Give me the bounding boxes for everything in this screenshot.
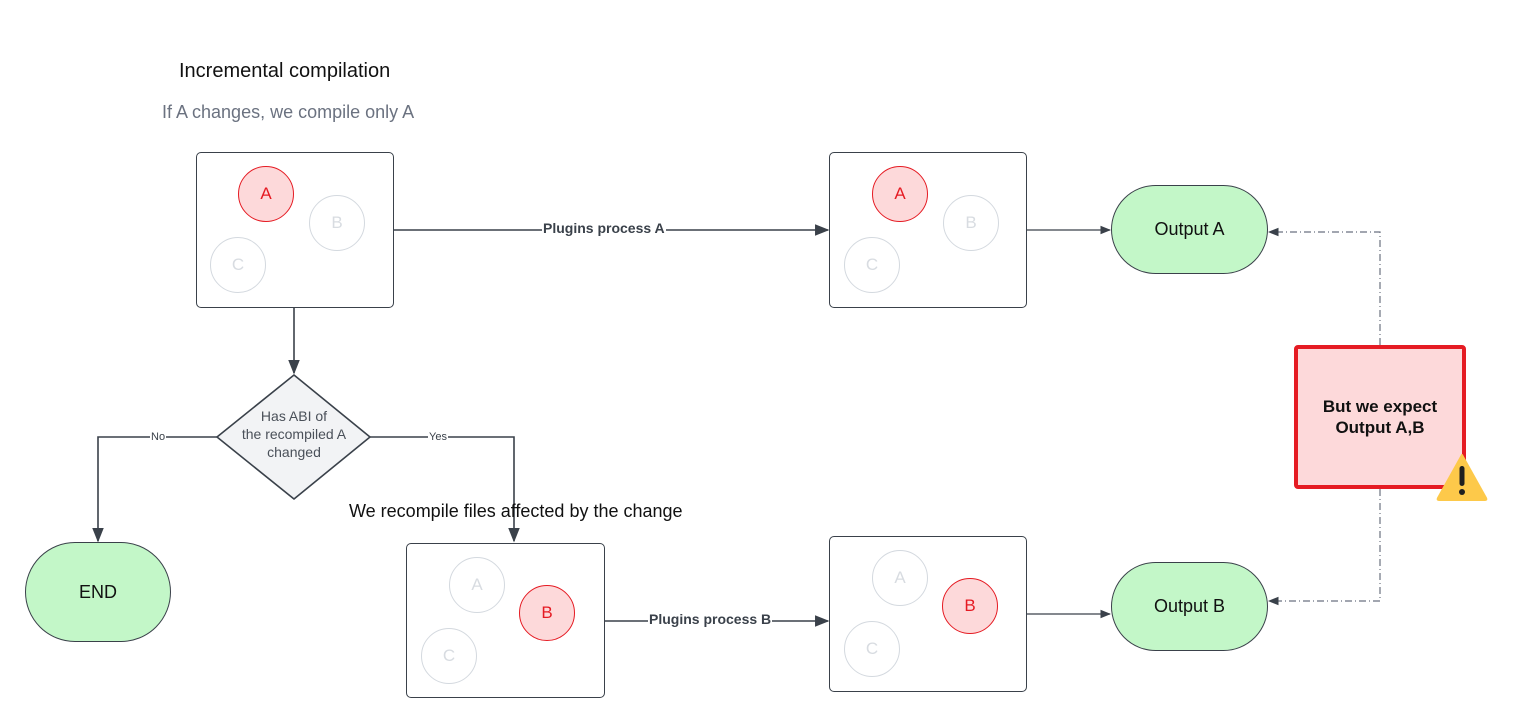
edge-label-yes: Yes — [428, 431, 448, 443]
output-b-terminal: Output B — [1111, 562, 1268, 651]
file-c-circle: C — [210, 237, 266, 293]
decision-line-3: changed — [267, 444, 321, 460]
source-files-container: A B C — [196, 152, 394, 308]
decision-text: Has ABI of the recompiled A changed — [229, 407, 359, 461]
end-terminal: END — [25, 542, 171, 642]
edge-warning-to-output-a — [1267, 227, 1381, 345]
file-a-circle: A — [449, 557, 505, 613]
file-a-circle: A — [872, 166, 928, 222]
warning-icon — [1436, 454, 1488, 501]
file-c-circle: C — [844, 621, 900, 677]
decision-line-2: the recompiled A — [241, 426, 347, 442]
file-c-circle: C — [844, 237, 900, 293]
decision-diamond — [216, 374, 371, 500]
edge-yes — [370, 436, 520, 543]
recompile-note: We recompile files affected by the chang… — [349, 501, 683, 521]
warning-line-2: Output A,B — [1335, 418, 1425, 437]
warning-note: But we expect Output A,B — [1294, 345, 1466, 489]
diagram-subtitle: If A changes, we compile only A — [162, 102, 415, 122]
edge-label-no: No — [150, 431, 167, 443]
diagram-title: Incremental compilation — [179, 60, 391, 82]
edge-warning-to-output-b — [1267, 489, 1381, 606]
warning-line-1: But we expect — [1322, 397, 1438, 416]
edge-no — [92, 436, 217, 543]
file-c-circle: C — [421, 628, 477, 684]
file-b-circle: B — [943, 195, 999, 251]
file-b-circle: B — [942, 578, 998, 634]
file-a-circle: A — [238, 166, 294, 222]
file-b-circle: B — [309, 195, 365, 251]
recompiled-files-container: A B C — [406, 543, 605, 698]
edge-label-plugins-b: Plugins process B — [648, 611, 773, 627]
file-a-circle: A — [872, 550, 928, 606]
processed-b-container: A B C — [829, 536, 1027, 692]
decision-line-1: Has ABI of — [260, 408, 328, 424]
edge-label-plugins-a: Plugins process A — [542, 220, 666, 236]
output-a-terminal: Output A — [1111, 185, 1268, 274]
file-b-circle: B — [519, 585, 575, 641]
processed-a-container: A B C — [829, 152, 1027, 308]
